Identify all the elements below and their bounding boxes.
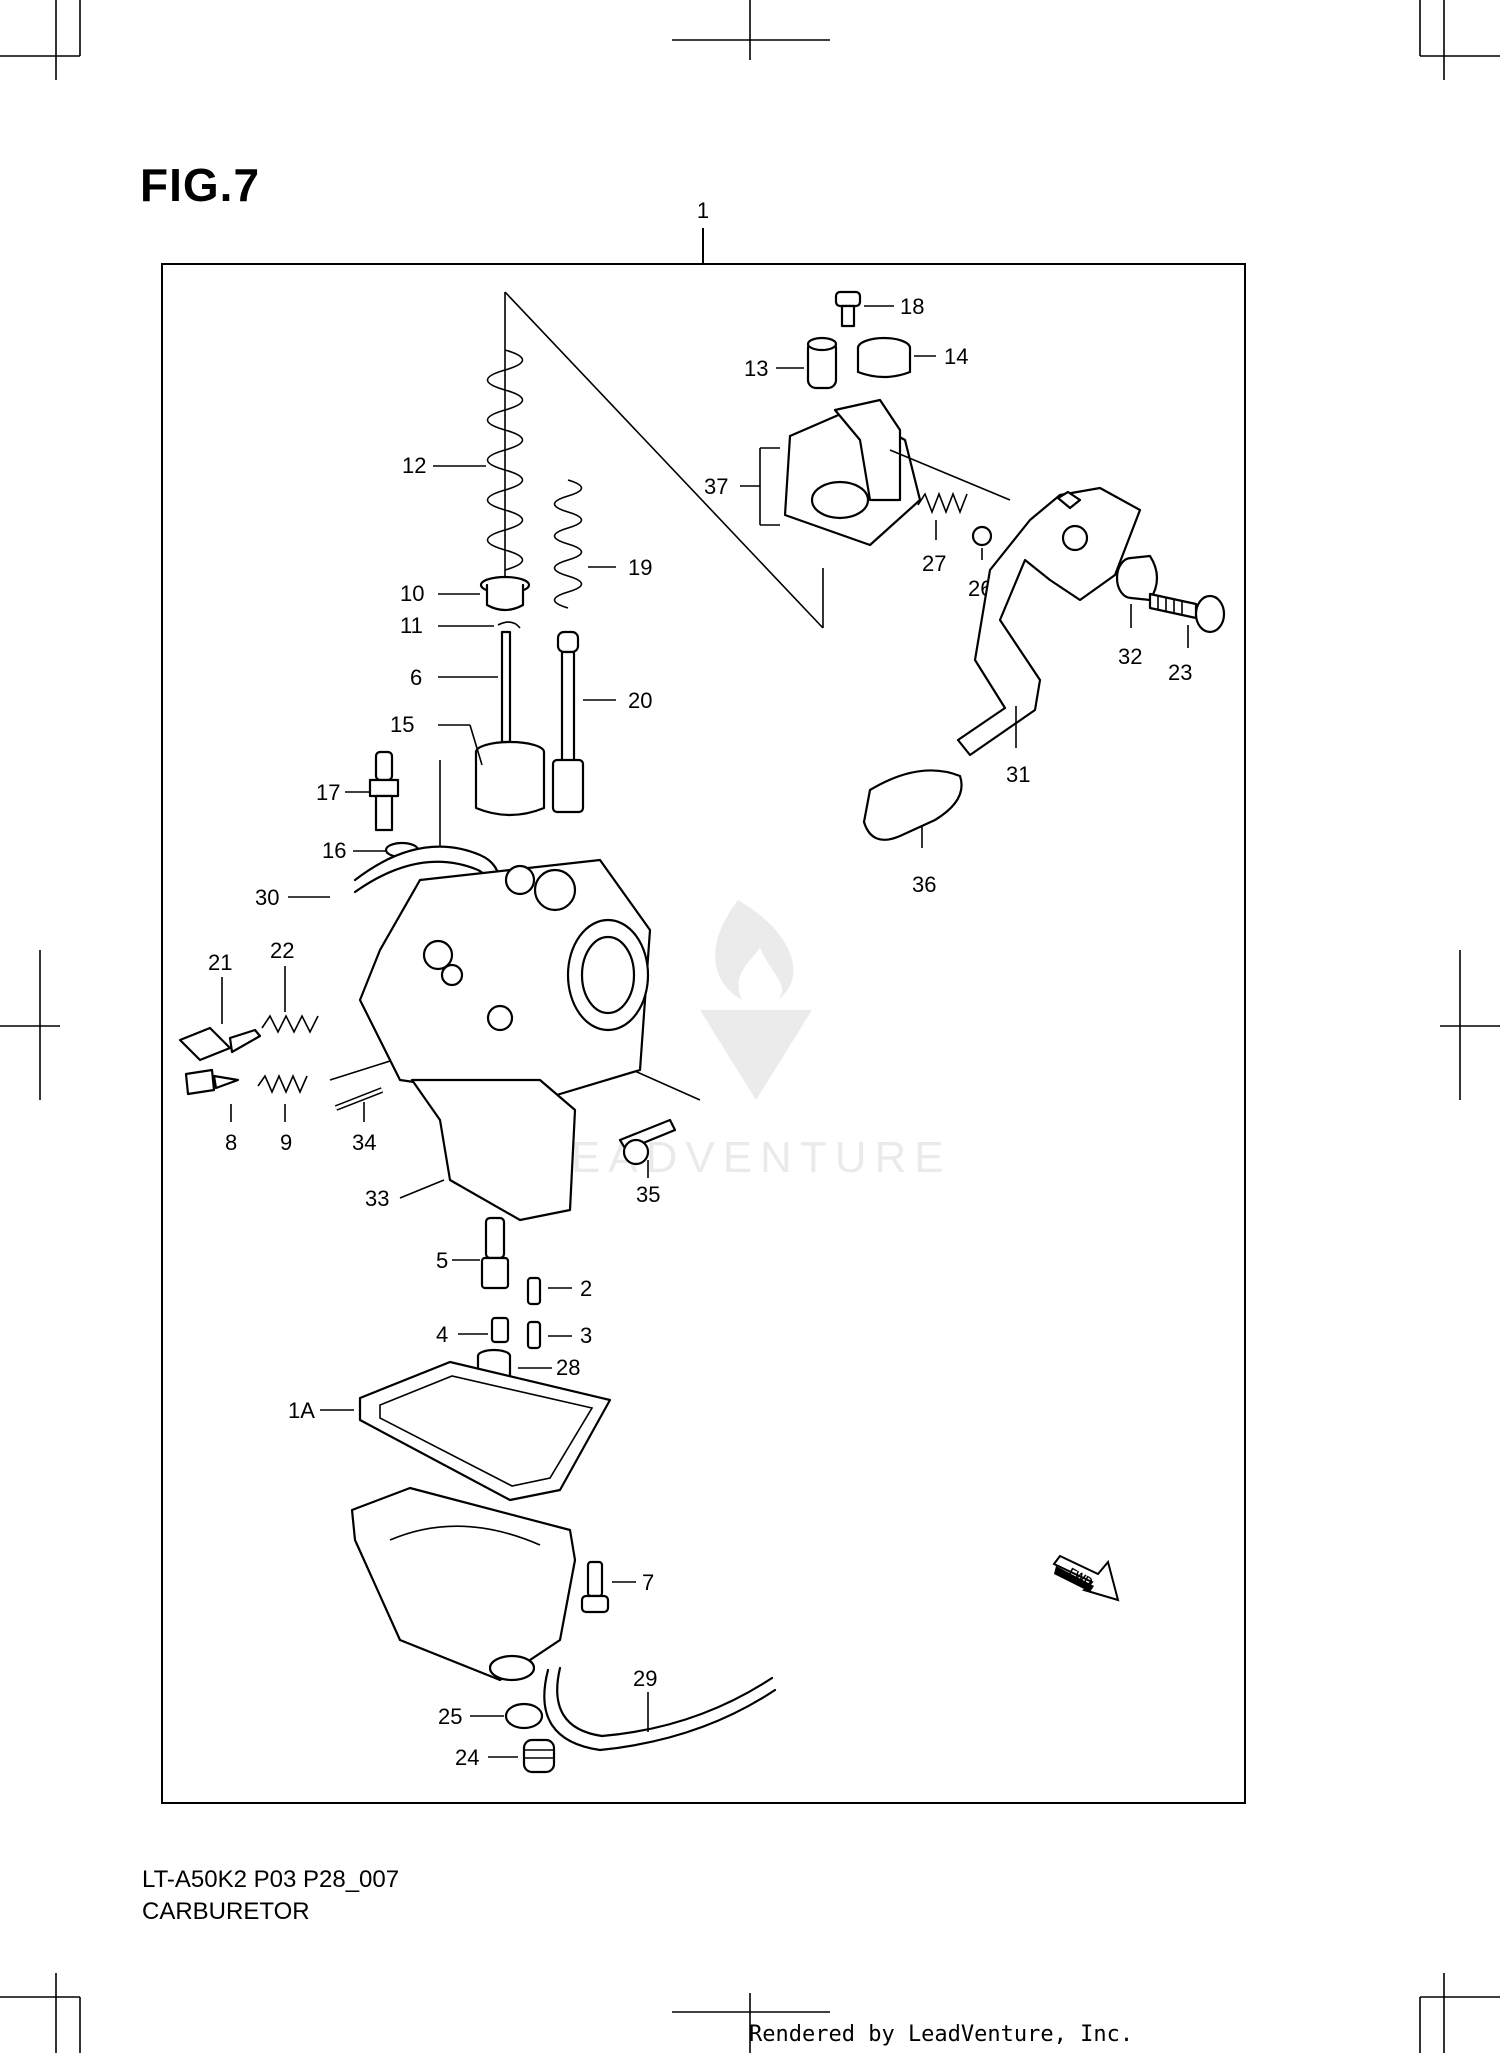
part-34-pin: 34 bbox=[334, 1087, 384, 1155]
part-35-screw: 35 bbox=[618, 1118, 677, 1207]
fwd-indicator: FWD bbox=[1052, 1554, 1120, 1602]
callout-27: 27 bbox=[922, 551, 946, 576]
callout-1A: 1A bbox=[288, 1398, 315, 1423]
part-18-screw: 18 bbox=[834, 290, 924, 328]
callout-8: 8 bbox=[225, 1130, 237, 1155]
callout-18: 18 bbox=[900, 294, 924, 319]
figure-title: FIG.7 bbox=[140, 159, 261, 211]
part-21-screw: 21 bbox=[178, 950, 262, 1062]
part-7-screw: 7 bbox=[580, 1560, 654, 1614]
part-36-pedal-cover: 36 bbox=[862, 769, 963, 897]
callout-3: 3 bbox=[580, 1323, 592, 1348]
part-4-main-jet: 4 bbox=[436, 1316, 510, 1347]
callout-33: 33 bbox=[365, 1186, 389, 1211]
part-17-fitting: 17 bbox=[316, 750, 400, 832]
render-credit: Rendered by LeadVenture, Inc. bbox=[749, 2022, 1134, 2047]
callout-19: 19 bbox=[628, 555, 652, 580]
part-23-bolt: 23 bbox=[1148, 592, 1226, 685]
part-1-carburetor-body bbox=[358, 858, 652, 1102]
part-2-jet: 2 bbox=[526, 1276, 592, 1306]
section-name: CARBURETOR bbox=[142, 1898, 310, 1925]
callout-13: 13 bbox=[744, 356, 768, 381]
model-code: LT-A50K2 P03 P28_007 bbox=[142, 1866, 400, 1893]
part-37-lever-mount: 37 bbox=[704, 398, 922, 547]
callout-4: 4 bbox=[436, 1322, 448, 1347]
callout-7: 7 bbox=[642, 1570, 654, 1595]
part-19-spring: 19 bbox=[553, 479, 652, 609]
callout-20: 20 bbox=[628, 688, 652, 713]
part-9-spring: 9 bbox=[257, 1074, 308, 1155]
callout-5: 5 bbox=[436, 1248, 448, 1273]
part-24-drain-screw: 24 bbox=[455, 1738, 556, 1774]
part-27-spring: 27 bbox=[917, 491, 968, 576]
part-10-retainer: 10 bbox=[400, 575, 531, 612]
callout-32: 32 bbox=[1118, 644, 1142, 669]
part-5-needle-jet: 5 bbox=[436, 1216, 510, 1290]
callout-34: 34 bbox=[352, 1130, 376, 1155]
part-12-spring: 12 bbox=[402, 349, 524, 571]
part-3-jet: 3 bbox=[526, 1320, 592, 1350]
callout-17: 17 bbox=[316, 780, 340, 805]
callout-21: 21 bbox=[208, 950, 232, 975]
callout-30: 30 bbox=[255, 885, 279, 910]
callout-35: 35 bbox=[636, 1182, 660, 1207]
callout-2: 2 bbox=[580, 1276, 592, 1301]
callout-25: 25 bbox=[438, 1704, 462, 1729]
watermark-text: LEADVENTURE bbox=[538, 1133, 951, 1182]
part-31-brake-lever: 31 bbox=[889, 449, 1142, 787]
callout-6: 6 bbox=[410, 665, 422, 690]
callout-10: 10 bbox=[400, 581, 424, 606]
callout-12: 12 bbox=[402, 453, 426, 478]
part-11-clip: 11 bbox=[400, 613, 521, 638]
part-33-cover: 33 bbox=[365, 1078, 577, 1222]
part-14-cap: 14 bbox=[856, 336, 968, 379]
callout-9: 9 bbox=[280, 1130, 292, 1155]
callout-22: 22 bbox=[270, 938, 294, 963]
watermark: LEADVENTURE bbox=[538, 900, 951, 1182]
callout-24: 24 bbox=[455, 1745, 479, 1770]
callout-11: 11 bbox=[400, 613, 423, 638]
part-15-throttle-valve: 15 bbox=[390, 712, 546, 817]
part-32-collar: 32 bbox=[1115, 554, 1159, 669]
callout-23: 23 bbox=[1168, 660, 1192, 685]
part-13-boot: 13 bbox=[744, 336, 838, 390]
part-29-drain-tube: 29 bbox=[543, 1666, 777, 1752]
callout-37: 37 bbox=[704, 474, 728, 499]
callout-29: 29 bbox=[633, 1666, 657, 1691]
part-1A-gasket: 1A bbox=[288, 1360, 612, 1502]
part-8-pilot-screw: 8 bbox=[184, 1068, 240, 1155]
callout-28: 28 bbox=[556, 1355, 580, 1380]
callout-15: 15 bbox=[390, 712, 414, 737]
callout-16: 16 bbox=[322, 838, 346, 863]
callout-31: 31 bbox=[1006, 762, 1030, 787]
callout-1: 1 bbox=[697, 198, 709, 223]
part-22-spring: 22 bbox=[261, 938, 319, 1034]
part-20-choke-plunger: 20 bbox=[551, 630, 652, 814]
part-25-o-ring: 25 bbox=[438, 1702, 544, 1730]
callout-14: 14 bbox=[944, 344, 968, 369]
callout-36: 36 bbox=[912, 872, 936, 897]
float-chamber bbox=[350, 1486, 577, 1682]
